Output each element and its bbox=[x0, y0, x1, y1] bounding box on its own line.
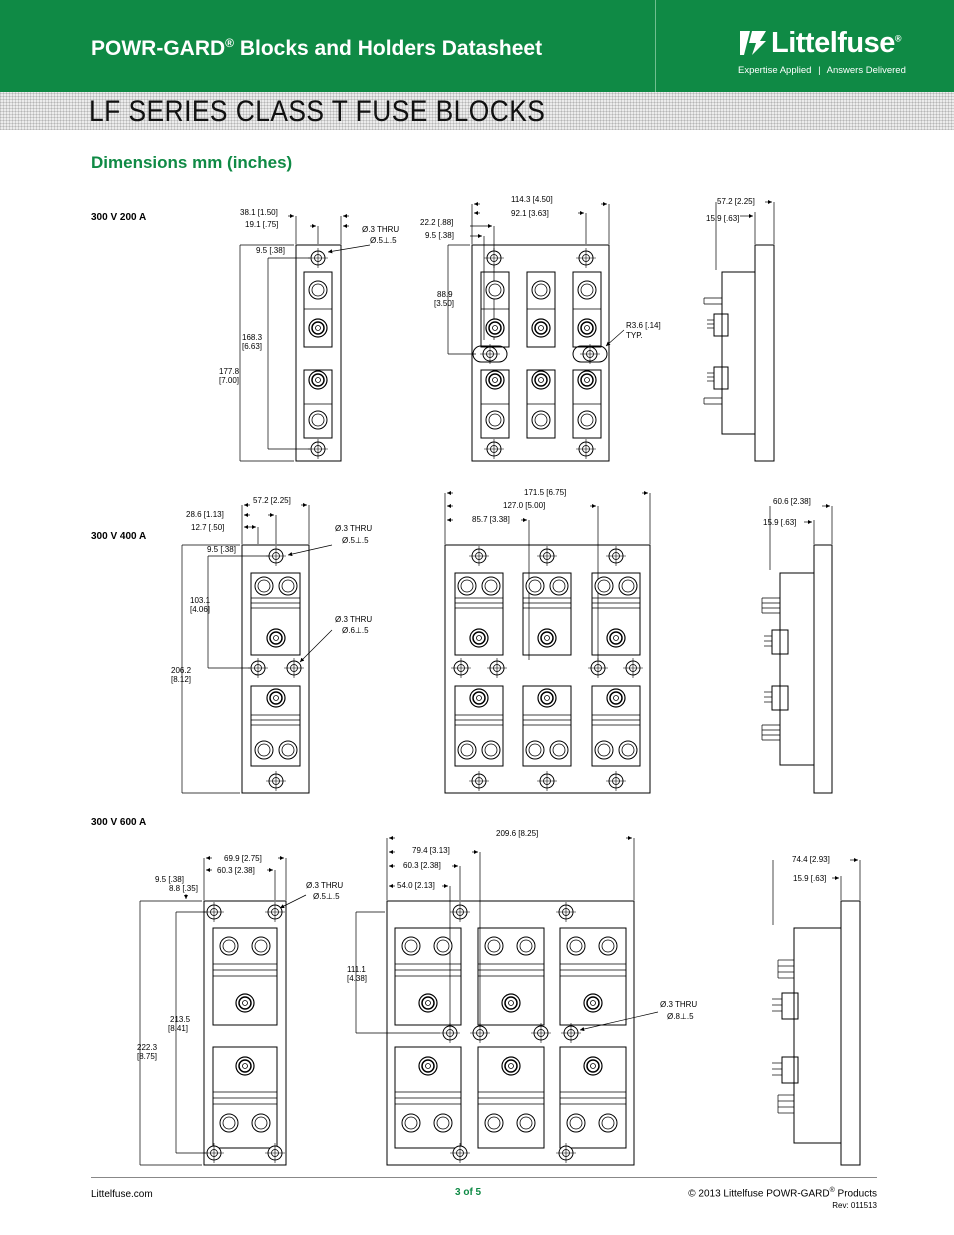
dim-400-w-total: 57.2 [2.25] bbox=[253, 496, 291, 505]
header-bar bbox=[0, 0, 954, 92]
dim-600-w3-a: 79.4 [3.13] bbox=[412, 846, 450, 855]
dim-400-w-q: 12.7 [.50] bbox=[191, 523, 224, 532]
dim-400-side-t: 15.9 [.63] bbox=[763, 518, 796, 527]
dim-400-h-mid-b: [4.06] bbox=[190, 605, 210, 614]
dim-200-w-total: 38.1 [1.50] bbox=[240, 208, 278, 217]
littelfuse-logo-icon bbox=[740, 31, 766, 55]
footer-copyright: © 2013 Littelfuse POWR-GARD® Products bbox=[688, 1187, 877, 1200]
dim-600-thru1-b: Ø.5 bbox=[313, 892, 326, 901]
rating-200a: 300 V 200 A bbox=[91, 212, 147, 223]
dim-400-w3-inner: 127.0 [5.00] bbox=[503, 501, 545, 510]
dim-600-thru2-a: Ø.3 THRU bbox=[660, 1000, 697, 1009]
dim-200-h3-a: 88.9 bbox=[437, 290, 453, 299]
footer-site: Littelfuse.com bbox=[91, 1189, 153, 1200]
footer-page-number: 3 of 5 bbox=[455, 1187, 482, 1198]
dim-200-thru-a: Ø.3 THRU bbox=[362, 225, 399, 234]
datasheet-title: POWR-GARD® Blocks and Holders Datasheet bbox=[91, 36, 543, 60]
svg-text:Ø.8⊥.5: Ø.8⊥.5 bbox=[667, 1012, 694, 1021]
rating-600a: 300 V 600 A bbox=[91, 817, 147, 828]
rating-400a: 300 V 400 A bbox=[91, 531, 147, 542]
dim-400-thru2-a: Ø.3 THRU bbox=[335, 615, 372, 624]
dim-600-thru2-c: .5 bbox=[687, 1012, 694, 1021]
dim-200-radius-a: R3.6 [.14] bbox=[626, 321, 661, 330]
dim-600-w3-total: 209.6 [8.25] bbox=[496, 829, 538, 838]
dim-600-h-holes-a: 213.5 bbox=[170, 1015, 191, 1024]
dim-600-w3-c: 54.0 [2.13] bbox=[397, 881, 435, 890]
dim-400-w3-mid: 85.7 [3.38] bbox=[472, 515, 510, 524]
dim-600-edge-a: 9.5 [.38] bbox=[155, 875, 184, 884]
page-title: LF SERIES CLASS T FUSE BLOCKS bbox=[89, 95, 546, 128]
dim-200-thru-c: .5 bbox=[390, 236, 397, 245]
footer-rule bbox=[91, 1177, 877, 1178]
dim-200-h3-b: [3.50] bbox=[434, 299, 454, 308]
dim-400-thru1-c: .5 bbox=[362, 536, 369, 545]
dim-200-edge: 9.5 [.38] bbox=[256, 246, 285, 255]
dim-400-h-total-b: [8.12] bbox=[171, 675, 191, 684]
dim-600-thru1-c: .5 bbox=[333, 892, 340, 901]
dim-600-w-total: 69.9 [2.75] bbox=[224, 854, 262, 863]
dim-200-h-holes-b: [6.63] bbox=[242, 342, 262, 351]
dim-200-side-w: 57.2 [2.25] bbox=[717, 197, 755, 206]
dim-600-thru1-a: Ø.3 THRU bbox=[306, 881, 343, 890]
title-strip bbox=[0, 92, 954, 130]
logo-tagline: Expertise Applied | Answers Delivered bbox=[738, 65, 906, 76]
dim-600-side-t: 15.9 [.63] bbox=[793, 874, 826, 883]
dim-400-w-half: 28.6 [1.13] bbox=[186, 510, 224, 519]
header-divider bbox=[655, 0, 656, 92]
dim-200-radius-b: TYP. bbox=[626, 331, 643, 340]
dim-400-w3-total: 171.5 [6.75] bbox=[524, 488, 566, 497]
dim-400-thru1-a: Ø.3 THRU bbox=[335, 524, 372, 533]
dim-600-h-holes-b: [8.41] bbox=[168, 1024, 188, 1033]
dim-400-thru2-c: .5 bbox=[362, 626, 369, 635]
dim-400-thru2-b: Ø.6 bbox=[342, 626, 355, 635]
dim-200-w3-a: 22.2 [.88] bbox=[420, 218, 453, 227]
dim-200-w-half: 19.1 [.75] bbox=[245, 220, 278, 229]
dim-200-w3-total: 114.3 [4.50] bbox=[511, 195, 553, 204]
dim-200-h-total-a: 177.8 bbox=[219, 367, 240, 376]
dim-600-h-total-b: [8.75] bbox=[137, 1052, 157, 1061]
dim-600-side-w: 74.4 [2.93] bbox=[792, 855, 830, 864]
dim-400-thru1-b: Ø.5 bbox=[342, 536, 355, 545]
dim-200-h-total-b: [7.00] bbox=[219, 376, 239, 385]
svg-text:Ø.5⊥.5: Ø.5⊥.5 bbox=[313, 892, 340, 901]
dim-600-thru2-b: Ø.8 bbox=[667, 1012, 680, 1021]
section-title: Dimensions mm (inches) bbox=[91, 153, 293, 172]
logo-wordmark: Littelfuse® bbox=[771, 27, 902, 59]
svg-text:Ø.5⊥.5: Ø.5⊥.5 bbox=[370, 236, 397, 245]
footer-revision: Rev: 011513 bbox=[832, 1201, 877, 1210]
dim-600-w3-b: 60.3 [2.38] bbox=[403, 861, 441, 870]
dim-600-h3-a: 111.1 bbox=[347, 965, 366, 974]
dim-600-edge-b: 8.8 [.35] bbox=[169, 884, 198, 893]
dim-600-h3-b: [4.38] bbox=[347, 974, 367, 983]
dim-200-thru-b: Ø.5 bbox=[370, 236, 383, 245]
dim-400-edge: 9.5 [.38] bbox=[207, 545, 236, 554]
dim-200-w3-inner: 92.1 [3.63] bbox=[511, 209, 549, 218]
svg-text:Ø.6⊥.5: Ø.6⊥.5 bbox=[342, 626, 369, 635]
dim-400-h-mid-a: 103.1 bbox=[190, 596, 211, 605]
dim-600-h-total-a: 222.3 bbox=[137, 1043, 158, 1052]
svg-text:Ø.5⊥.5: Ø.5⊥.5 bbox=[342, 536, 369, 545]
dim-400-h-total-a: 206.2 bbox=[171, 666, 192, 675]
dim-400-side-w: 60.6 [2.38] bbox=[773, 497, 811, 506]
dim-600-w-inner: 60.3 [2.38] bbox=[217, 866, 255, 875]
dim-200-side-t: 15.9 [.63] bbox=[706, 214, 739, 223]
dim-200-h-holes-a: 168.3 bbox=[242, 333, 263, 342]
dim-200-w3-b: 9.5 [.38] bbox=[425, 231, 454, 240]
